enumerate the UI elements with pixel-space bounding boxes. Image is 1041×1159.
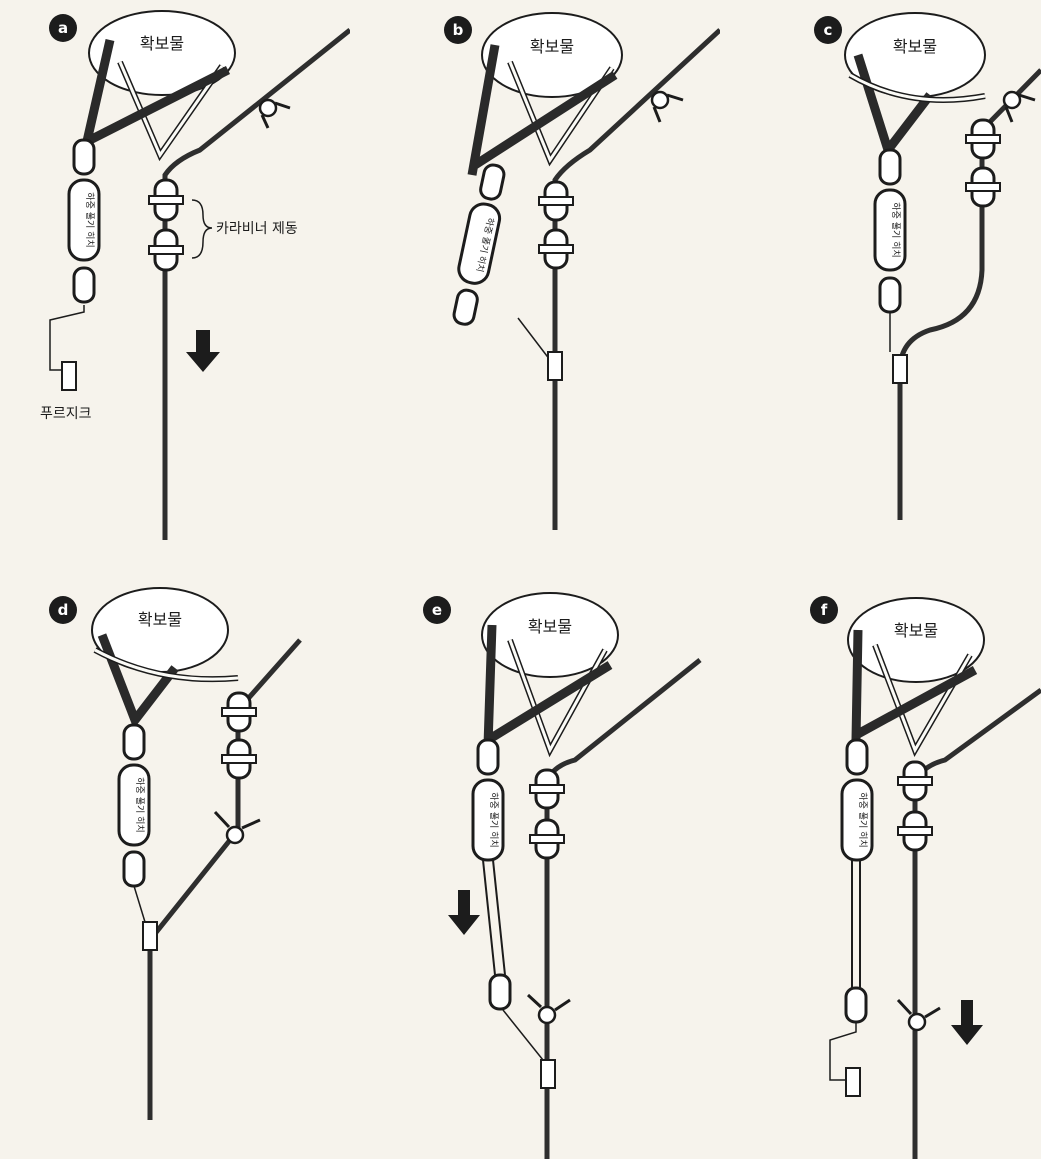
- anchor-label: 확보물: [140, 34, 184, 53]
- carabiner-brake-label: 카라비너 제동: [216, 221, 298, 237]
- rope-butterfly-knot-icon: [652, 92, 683, 122]
- prusik-label: 푸르지크: [40, 406, 92, 422]
- anchor-label: 확보물: [138, 610, 182, 629]
- anchor-label: 확보물: [893, 37, 937, 56]
- lower-arrow: [951, 1000, 983, 1045]
- main-rope: [915, 690, 1041, 1159]
- rope-butterfly-knot-icon: [898, 1000, 940, 1030]
- panel-c-badge-letter: c: [824, 21, 833, 39]
- anchor-label: 확보물: [530, 37, 574, 56]
- top-carabiner: [124, 725, 144, 759]
- bottom-carabiner: [846, 988, 866, 1022]
- panel-b-badge-letter: b: [453, 21, 464, 39]
- rope-butterfly-knot-icon: [1004, 92, 1035, 122]
- panel-d: d 확보물 하중 풀기 히치: [0, 580, 350, 1159]
- top-carabiner: [478, 740, 498, 774]
- panel-b: b 확보물 하중 풀기 히치: [400, 0, 720, 540]
- panel-c: c 확보물 하중 풀기 히치: [790, 0, 1041, 540]
- top-carabiner: [880, 150, 900, 184]
- bottom-carabiner: [490, 975, 510, 1009]
- lower-arrow: [448, 890, 480, 935]
- top-carabiner: [74, 140, 94, 174]
- prusik-knot: [548, 352, 562, 380]
- prusik-cord: [503, 1010, 543, 1060]
- main-rope: [547, 660, 700, 1159]
- bottom-carabiner: [124, 852, 144, 886]
- svg-text:하중 풀기 히치: 하중 풀기 히치: [84, 192, 96, 247]
- anchor-label: 확보물: [528, 617, 572, 636]
- panel-a-badge-letter: a: [58, 19, 68, 37]
- svg-text:하중 풀기 히치: 하중 풀기 히치: [134, 777, 146, 832]
- prusik-cord: [518, 318, 550, 360]
- brake-bracket: [192, 200, 212, 258]
- panel-f: f 확보물 하중 풀기 히치: [790, 580, 1041, 1159]
- extended-sling: [852, 860, 860, 990]
- panel-e: e 확보물 하중 풀기 히치: [400, 580, 720, 1159]
- panel-a: a 확보물 카라비너 제동 하중 풀기 히치 푸르지크: [0, 0, 350, 540]
- prusik-cord: [134, 886, 145, 922]
- prusik-cord: [50, 305, 84, 370]
- lower-arrow: [186, 330, 220, 372]
- rope-butterfly-knot-icon: [260, 100, 290, 128]
- prusik-knot: [541, 1060, 555, 1088]
- main-rope: [555, 30, 720, 530]
- panel-d-badge-letter: d: [58, 601, 69, 619]
- svg-text:하중 풀기 히치: 하중 풀기 히치: [890, 202, 902, 257]
- bottom-carabiner: [452, 289, 479, 326]
- top-carabiner: [847, 740, 867, 774]
- top-carabiner: [479, 163, 506, 200]
- prusik-knot: [62, 362, 76, 390]
- prusik-knot: [846, 1068, 860, 1096]
- panel-e-badge-letter: e: [432, 601, 442, 619]
- anchor-label: 확보물: [894, 621, 938, 640]
- svg-text:하중 풀기 히치: 하중 풀기 히치: [857, 792, 869, 847]
- svg-text:하중 풀기 히치: 하중 풀기 히치: [488, 792, 500, 847]
- prusik-knot: [143, 922, 157, 950]
- bottom-carabiner: [74, 268, 94, 302]
- extended-sling: [483, 860, 505, 975]
- prusik-knot: [893, 355, 907, 383]
- bottom-carabiner: [880, 278, 900, 312]
- panel-f-badge-letter: f: [821, 601, 828, 619]
